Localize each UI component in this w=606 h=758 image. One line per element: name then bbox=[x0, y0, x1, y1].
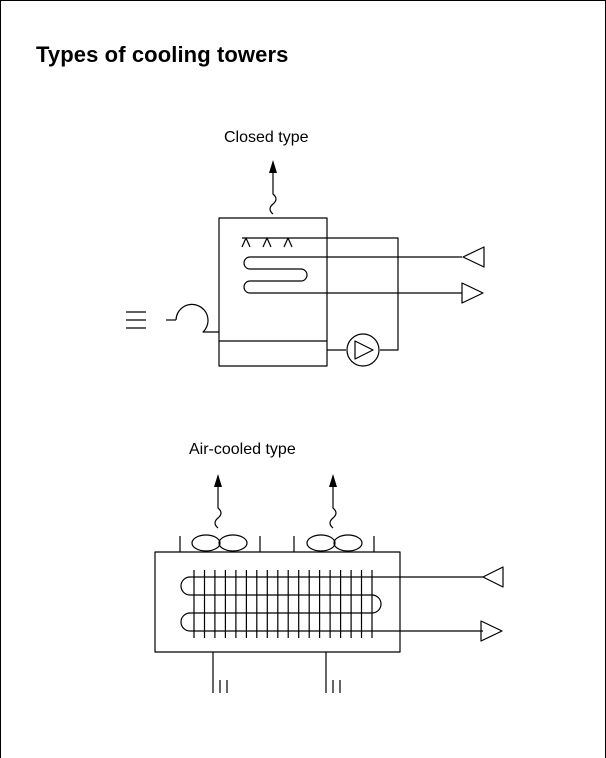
closed-inlet-arrow-icon bbox=[462, 246, 485, 268]
air-cooled-coil bbox=[180, 576, 483, 632]
closed-coil bbox=[243, 256, 462, 294]
air-exhaust-arrow-left-icon bbox=[214, 474, 222, 529]
air-support-leg-right bbox=[325, 652, 341, 693]
air-inlet-arrow-icon bbox=[482, 566, 504, 588]
closed-tower-casing bbox=[218, 217, 328, 367]
air-cooled-fins bbox=[193, 570, 373, 638]
closed-outlet-arrow-icon bbox=[461, 282, 484, 304]
spray-water-circuit bbox=[242, 237, 399, 351]
closed-type-label: Closed type bbox=[224, 129, 309, 146]
closed-blower-fan-icon bbox=[126, 303, 219, 333]
air-fan-left-icon bbox=[179, 534, 261, 552]
air-cooled-type-label: Air-cooled type bbox=[189, 441, 296, 458]
air-outlet-arrow-icon bbox=[480, 620, 503, 642]
air-fan-right-icon bbox=[293, 534, 375, 552]
pump-icon bbox=[346, 333, 380, 367]
page-title: Types of cooling towers bbox=[36, 42, 289, 67]
air-exhaust-arrow-right-icon bbox=[329, 474, 337, 529]
air-support-leg-left bbox=[212, 652, 228, 693]
closed-exhaust-arrow-icon bbox=[269, 160, 277, 215]
air-cooled-casing bbox=[154, 551, 401, 653]
